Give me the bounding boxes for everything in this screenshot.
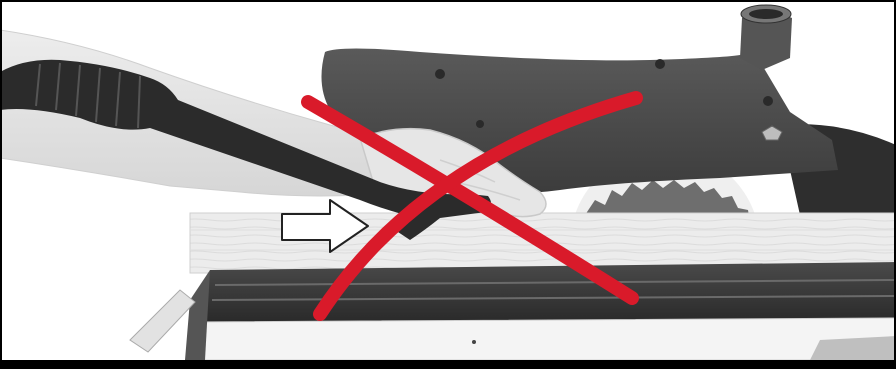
saw-table [185, 262, 896, 360]
bottom-border [0, 360, 896, 369]
dust-port [740, 5, 792, 70]
